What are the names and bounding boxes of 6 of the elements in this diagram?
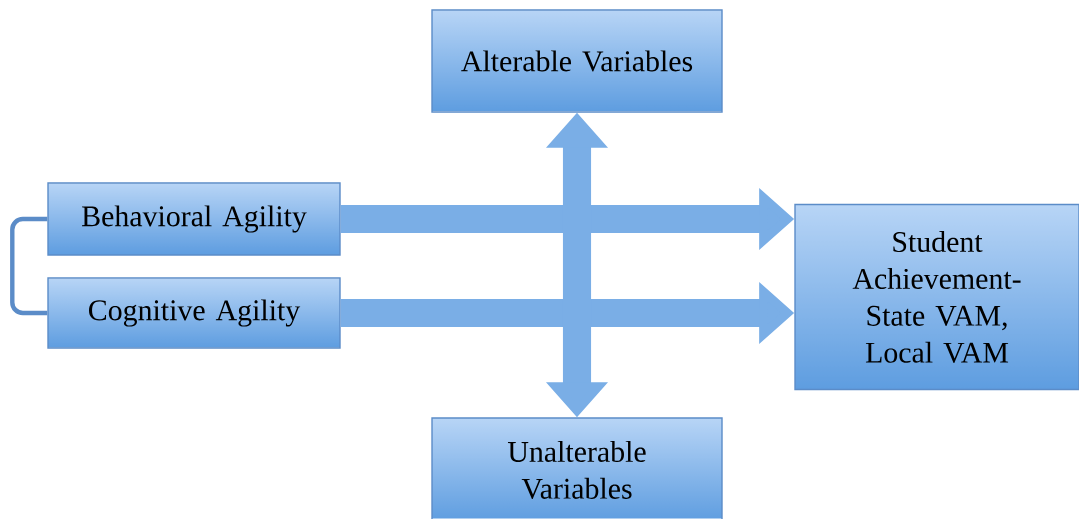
process-box: Behavioral Agility [47, 182, 341, 256]
process-box: Unalterable Variables [431, 417, 723, 519]
process-box: Alterable Variables [431, 9, 723, 113]
process-box: Student Achievement- State VAM, Local VAM [794, 203, 1079, 391]
connector-line [10, 216, 48, 316]
process-box: Cognitive Agility [47, 277, 341, 349]
